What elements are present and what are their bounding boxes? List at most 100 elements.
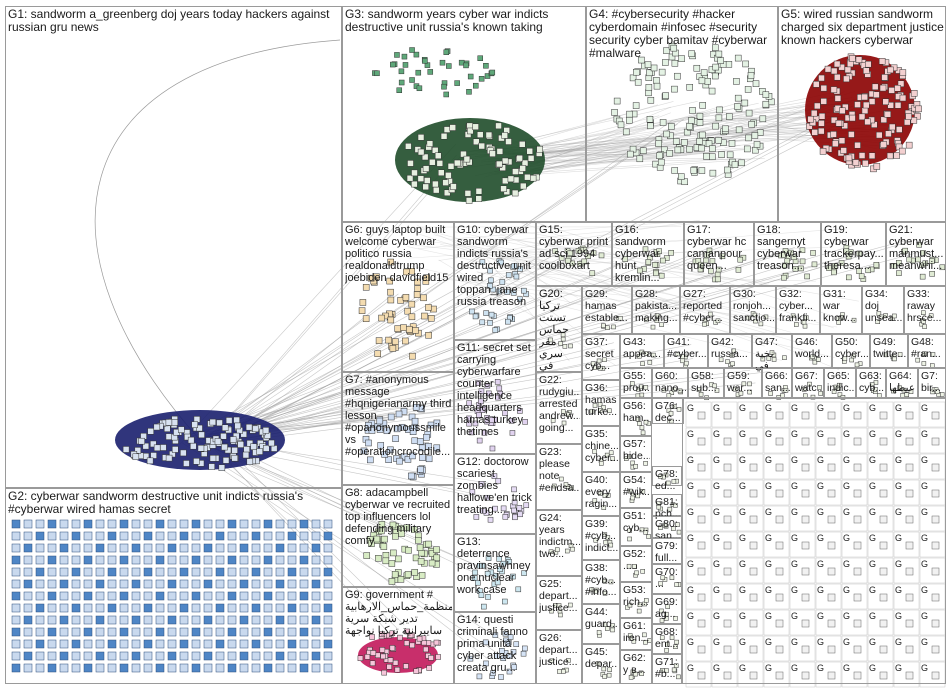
group-label-g54: G54: #wik... — [623, 474, 650, 498]
group-label-g56: G56: ham... — [623, 400, 650, 424]
group-label-g4: G4: #cybersecurity #hacker cyberdomain #… — [589, 8, 776, 60]
group-label-g44: G44: guard... — [585, 606, 618, 630]
group-label-g19: G19: cyberwar trackerpay... theresa... — [824, 224, 884, 272]
group-panel-g11: G11: secret set carrying cyberwarfare co… — [454, 340, 536, 454]
group-panel-g52: G52: ... — [620, 546, 652, 582]
group-label-g40: G40: every ragin... — [585, 474, 618, 510]
group-label-g57: G57: bide... — [623, 438, 650, 462]
group-panel-g30: G30: ronjoh... sanctio... — [730, 286, 776, 334]
group-panel-g1: G1: sandworm a_greenberg doj years today… — [5, 6, 342, 488]
group-label-g31: G31: war know... — [823, 288, 860, 324]
group-panel-g37: G37: secret cyb... — [582, 334, 620, 380]
group-label-g70: G70: ... — [655, 566, 680, 590]
group-label-g38: G38: #cyb... #info... — [585, 562, 618, 598]
group-label-g66: G66: san... — [765, 370, 790, 394]
group-label-g18: G18: sangernyt cyberwar treason... — [757, 224, 819, 272]
group-panel-g39: G39: #cyb... indict... — [582, 516, 620, 560]
group-panel-g51: G51: cyb... — [620, 508, 652, 546]
group-label-g62: G62: y в... — [623, 652, 650, 676]
group-panel-g2: G2: cyberwar sandworm destructive unit i… — [5, 488, 342, 684]
group-label-g36: G36: hamas turke... — [585, 382, 618, 418]
group-label-g58: G58: sub... — [691, 370, 722, 394]
group-panel-g48: G48: #ran... — [908, 334, 946, 368]
group-label-g67: G67: watc... — [795, 370, 822, 394]
group-panel-g54: G54: #wik... — [620, 472, 652, 508]
group-label-g7b: G7: bir... — [921, 370, 944, 394]
group-label-g71: G71: #b... — [655, 656, 680, 680]
group-panel-tiny-grid — [682, 398, 946, 684]
group-panel-g64: G64: عيطها — [886, 368, 918, 398]
group-label-g35: G35: chine... cyber... — [585, 428, 618, 464]
group-panel-g56: G56: ham... — [620, 398, 652, 436]
group-panel-g42: G42: russia... — [708, 334, 752, 368]
group-label-g3: G3: sandworm years cyber war indicts des… — [345, 8, 584, 34]
group-panel-g26: G26: depart... justice... — [536, 630, 582, 684]
group-label-g9: G9: government # منظمة_حماس_الارهابية تد… — [345, 589, 452, 637]
group-panel-g27: G27: reported #cyber... — [680, 286, 730, 334]
group-label-g43: G43: appea... — [623, 336, 662, 360]
group-label-g59: G59: war... — [727, 370, 760, 394]
group-panel-g24: G24: years indictm... two... — [536, 510, 582, 576]
group-panel-g59: G59: war... — [724, 368, 762, 398]
group-label-g13: G13: deterrence pravinsawhney one nuclea… — [457, 536, 534, 596]
group-panel-g65: G65: indic... — [824, 368, 856, 398]
group-label-g2: G2: cyberwar sandworm destructive unit i… — [8, 490, 340, 516]
group-label-g10: G10: cyberwar sandworm indicts russia's … — [457, 224, 534, 308]
group-label-g15: G15: cyberwar print ad sci 1994 coolboxa… — [539, 224, 610, 272]
group-panel-g61: G61: iren... — [620, 618, 652, 650]
group-panel-g40: G40: every ragin... — [582, 472, 620, 516]
group-panel-g12: G12: doctorow scariest zombies hallowe'e… — [454, 454, 536, 534]
group-label-g30: G30: ronjoh... sanctio... — [733, 288, 774, 324]
group-label-g11: G11: secret set carrying cyberwarfare co… — [457, 342, 534, 438]
group-panel-g29: G29: hamas estable... — [582, 286, 632, 334]
group-label-g20: G20: تركيا تستت حماس مقر سري في — [539, 288, 580, 372]
group-panel-g34: G34: doj unsea... — [862, 286, 904, 334]
group-label-g45: G45: depar... — [585, 646, 618, 670]
group-label-g48: G48: #ran... — [911, 336, 944, 360]
group-panel-g69: G69: ag... — [652, 594, 682, 624]
group-panel-g45: G45: depar... — [582, 644, 620, 684]
group-panel-g14: G14: questi criminali fanno prima unità … — [454, 612, 536, 684]
group-panel-g36: G36: hamas turke... — [582, 380, 620, 426]
group-panel-g7b: G7: bir... — [918, 368, 946, 398]
group-label-g8: G8: adacampbell cyberwar ve recruited to… — [345, 487, 452, 547]
group-panel-g31: G31: war know... — [820, 286, 862, 334]
group-panel-g43: G43: appea... — [620, 334, 664, 368]
group-label-g25: G25: depart... justice... — [539, 578, 580, 614]
group-label-g23: G23: please note #endsa... — [539, 446, 580, 494]
group-panel-g76: G76: dec... — [652, 398, 684, 424]
group-panel-g28: G28: pakista... making... — [632, 286, 680, 334]
group-label-g6: G6: guys laptop built welcome cyberwar p… — [345, 224, 452, 284]
group-panel-g32: G32: cyber... frankfi... — [776, 286, 820, 334]
group-label-g42: G42: russia... — [711, 336, 750, 360]
group-label-g27: G27: reported #cyber... — [683, 288, 728, 324]
group-panel-g18: G18: sangernyt cyberwar treason... — [754, 222, 821, 286]
group-panel-g70: G70: ... — [652, 564, 682, 594]
group-panel-g67: G67: watc... — [792, 368, 824, 398]
group-label-g60: G60: nano... — [655, 370, 686, 394]
group-panel-g47: G47: نخبة في — [752, 334, 792, 368]
group-label-g12: G12: doctorow scariest zombies hallowe'e… — [457, 456, 534, 516]
group-label-g28: G28: pakista... making... — [635, 288, 678, 324]
group-panel-g19: G19: cyberwar trackerpay... theresa... — [821, 222, 886, 286]
group-panel-g17: G17: cyberwar hc camanpour queen... — [684, 222, 754, 286]
group-panel-g50: G50: cyber... — [832, 334, 870, 368]
group-panel-g49: G49: twitte... — [870, 334, 908, 368]
group-label-g51: G51: cyb... — [623, 510, 650, 534]
group-panel-g15: G15: cyberwar print ad sci 1994 coolboxa… — [536, 222, 612, 286]
group-label-g32: G32: cyber... frankfi... — [779, 288, 818, 324]
group-panel-g7: G7: #anonymous message #hqnigerianarmy t… — [342, 372, 454, 485]
group-panel-g8: G8: adacampbell cyberwar ve recruited to… — [342, 485, 454, 587]
group-label-g69: G69: ag... — [655, 596, 680, 620]
group-label-g64: G64: عيطها — [889, 370, 916, 394]
group-panel-g66: G66: san... — [762, 368, 792, 398]
group-panel-g23: G23: please note #endsa... — [536, 444, 582, 510]
group-label-g63: G63: cyb... — [859, 370, 884, 394]
group-panel-g20: G20: تركيا تستت حماس مقر سري في — [536, 286, 582, 372]
group-panel-g22: G22: rudygiu... arrested andrew... going… — [536, 372, 582, 444]
group-label-g46: G46: world... — [795, 336, 830, 360]
group-panel-g60: G60: nano... — [652, 368, 688, 398]
group-label-g1: G1: sandworm a_greenberg doj years today… — [8, 8, 340, 34]
group-panel-g4: G4: #cybersecurity #hacker cyberdomain #… — [586, 6, 778, 222]
group-panel-g78: G78: ed... — [652, 466, 682, 486]
